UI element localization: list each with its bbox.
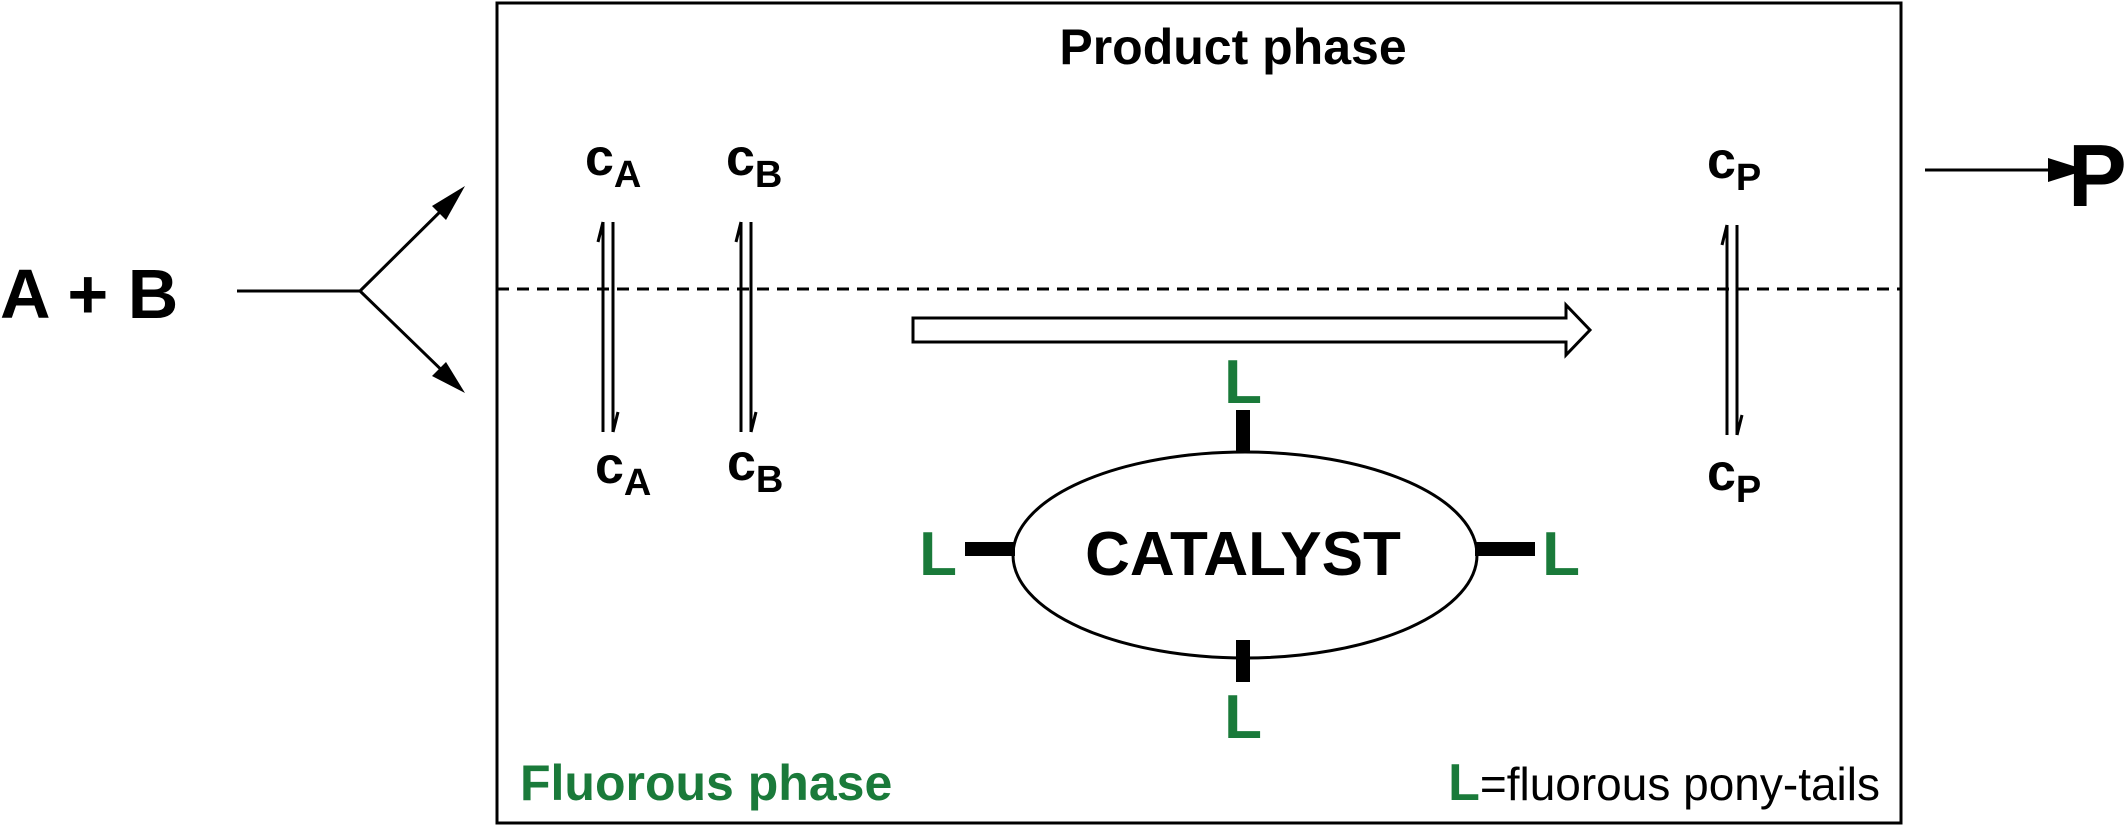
equilibrium-arrow-b <box>734 221 758 433</box>
equilibrium-arrow-a <box>596 221 620 433</box>
reactor-box <box>495 1 1903 825</box>
split-arrow-head-up <box>432 186 465 220</box>
species-a-upper: cA <box>585 129 641 196</box>
ligand-bonds <box>965 410 1535 682</box>
reactants-label: A + B <box>0 255 178 333</box>
species-p-lower: cP <box>1707 444 1761 511</box>
catalyst-label: CATALYST <box>1085 520 1401 589</box>
split-arrow <box>237 194 458 386</box>
species-b-lower: cB <box>727 434 783 501</box>
ligand-bottom: L <box>1224 683 1262 752</box>
ligand-left: L <box>919 520 957 589</box>
species-a-lower: cA <box>595 437 651 504</box>
species-b-upper: cB <box>726 129 782 196</box>
species-p-upper: cP <box>1707 132 1761 199</box>
product-phase-title: Product phase <box>1059 19 1406 75</box>
fluorous-phase-label: Fluorous phase <box>520 755 892 811</box>
legend: L=fluorous pony-tails <box>1448 754 1880 812</box>
reaction-hollow-arrow <box>911 301 1593 359</box>
equilibrium-arrow-p <box>1720 224 1744 436</box>
product-label: P <box>2068 126 2127 225</box>
ligand-right: L <box>1542 520 1580 589</box>
product-arrow-head <box>2048 158 2086 182</box>
ligand-top: L <box>1224 348 1262 417</box>
split-arrow-head-down <box>432 362 465 393</box>
